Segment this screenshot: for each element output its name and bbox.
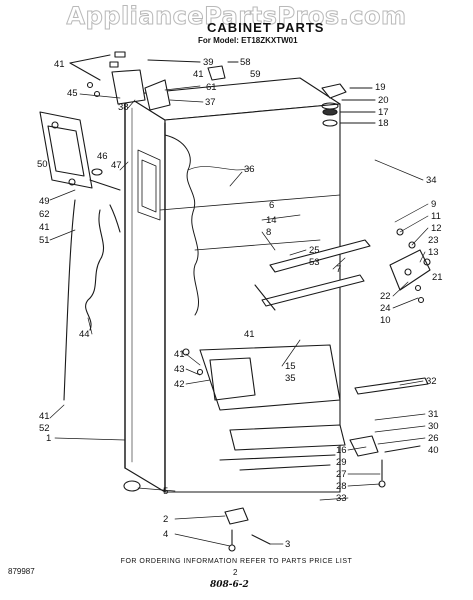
- callout-41: 41: [244, 329, 255, 340]
- callout-31: 31: [428, 409, 439, 420]
- callout-27: 27: [336, 469, 347, 480]
- callout-24: 24: [380, 303, 391, 314]
- top-hinge-parts: [321, 83, 376, 127]
- callout-44: 44: [79, 329, 90, 340]
- callout-41: 41: [193, 69, 204, 80]
- drawing-id: 879987: [8, 567, 35, 576]
- callout-19: 19: [375, 82, 386, 93]
- callout-29: 29: [336, 457, 347, 468]
- callout-50: 50: [37, 159, 48, 170]
- control-housing: [69, 51, 239, 111]
- callout-17: 17: [378, 107, 389, 118]
- lower-compartment: [182, 344, 429, 471]
- shelf-rails: [254, 239, 371, 311]
- callout-12: 12: [431, 223, 442, 234]
- callout-5: 5: [163, 486, 169, 497]
- page-number: 2: [233, 568, 238, 577]
- callout-25: 25: [309, 245, 320, 256]
- callout-58: 58: [240, 57, 251, 68]
- callout-6: 6: [269, 200, 275, 211]
- hinge-bracket: [389, 228, 431, 304]
- callout-2: 2: [163, 514, 169, 525]
- callout-23: 23: [428, 235, 439, 246]
- callout-26: 26: [428, 433, 439, 444]
- callout-13: 13: [428, 247, 439, 258]
- callout-45: 45: [67, 88, 78, 99]
- callout-59: 59: [250, 69, 261, 80]
- callout-22: 22: [380, 291, 391, 302]
- callout-7: 7: [336, 264, 342, 275]
- callout-42: 42: [174, 379, 185, 390]
- callout-43: 43: [174, 364, 185, 375]
- callout-52: 52: [39, 423, 50, 434]
- callout-53: 53: [309, 257, 320, 268]
- callout-37: 37: [205, 97, 216, 108]
- callout-46: 46: [97, 151, 108, 162]
- callout-32: 32: [426, 376, 437, 387]
- callout-35: 35: [285, 373, 296, 384]
- callout-9: 9: [431, 199, 437, 210]
- handwritten-code: 808-6-2: [210, 580, 249, 590]
- callout-40: 40: [428, 445, 439, 456]
- callout-8: 8: [266, 227, 272, 238]
- callout-36: 36: [244, 164, 255, 175]
- callout-41: 41: [54, 59, 65, 70]
- leveling-parts: [123, 435, 421, 552]
- callout-49: 49: [39, 196, 50, 207]
- callout-30: 30: [428, 421, 439, 432]
- callout-4: 4: [163, 529, 169, 540]
- callout-62: 62: [39, 209, 50, 220]
- callout-61: 61: [206, 82, 217, 93]
- callout-51: 51: [39, 235, 50, 246]
- callout-28: 28: [336, 481, 347, 492]
- callout-41: 41: [39, 411, 50, 422]
- callout-39: 39: [203, 57, 214, 68]
- callout-11: 11: [431, 211, 441, 222]
- callout-16: 16: [336, 445, 347, 456]
- light-shield: [39, 111, 121, 191]
- callout-18: 18: [378, 118, 389, 129]
- callout-41: 41: [39, 222, 50, 233]
- callout-33: 33: [336, 493, 347, 504]
- callout-15: 15: [285, 361, 296, 372]
- callout-14: 14: [266, 215, 277, 226]
- ordering-info-note: FOR ORDERING INFORMATION REFER TO PARTS …: [120, 558, 353, 565]
- callout-34: 34: [426, 175, 437, 186]
- callout-1: 1: [46, 433, 52, 444]
- callout-47: 47: [111, 160, 122, 171]
- leader-lines: [49, 85, 429, 547]
- freezer-liner: [137, 149, 341, 251]
- callout-3: 3: [285, 539, 291, 550]
- callout-38: 38: [118, 102, 129, 113]
- watermark-text: AppliancePartsPros.com: [66, 2, 407, 31]
- model-number-line: For Model: ET18ZKXTW01: [198, 36, 298, 45]
- callout-20: 20: [378, 95, 389, 106]
- callout-41: 41: [174, 349, 185, 360]
- callout-10: 10: [380, 315, 391, 326]
- callout-21: 21: [432, 272, 443, 283]
- power-cord: [63, 199, 121, 401]
- diagram-title: CABINET PARTS: [207, 20, 325, 35]
